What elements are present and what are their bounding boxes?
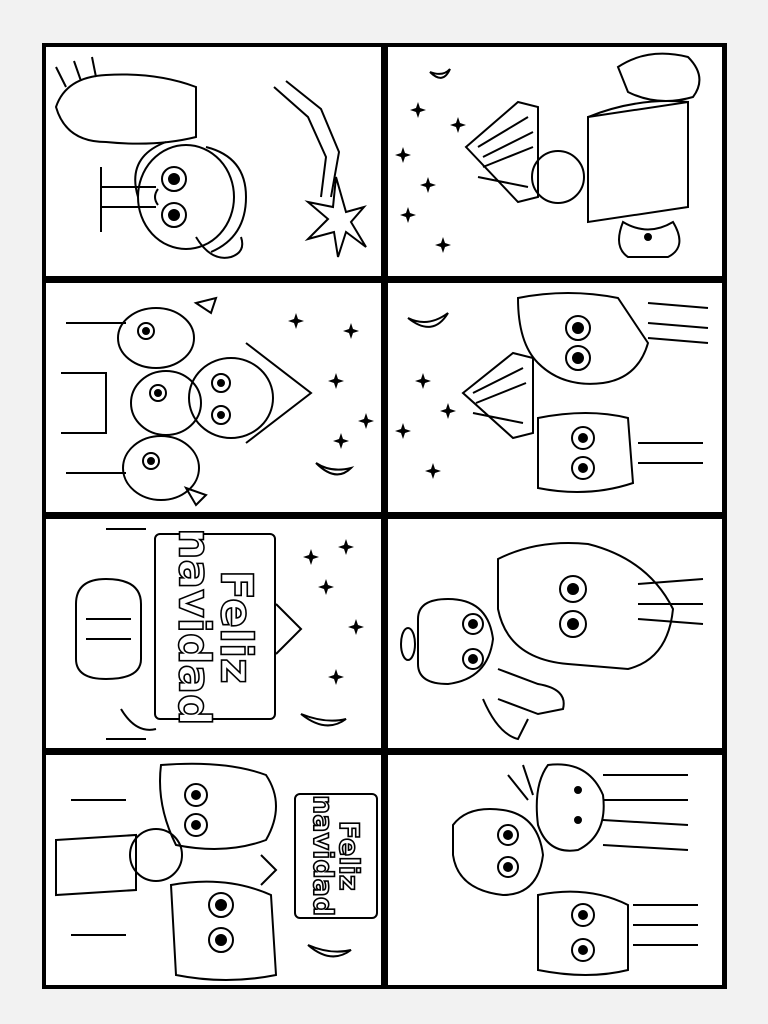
greeting-small-line-feliz: Feliz	[333, 820, 366, 891]
card-manger-animals	[388, 47, 722, 276]
feliz-navidad-sign: Feliz navidad	[154, 527, 276, 726]
greeting-line-feliz: Feliz	[210, 569, 263, 684]
card-holy-family-sign: Feliz navidad	[46, 755, 381, 985]
three-kings-illustration	[61, 296, 374, 507]
mary-joseph-illustration	[395, 292, 709, 493]
coloring-sheet: Feliz navidad	[42, 43, 727, 989]
card-mary-joseph-stable	[388, 283, 722, 512]
family-donkey-illustration	[452, 763, 698, 976]
card-three-kings	[46, 283, 381, 512]
greeting-text: Feliz navidad	[168, 527, 263, 726]
stable-illustration	[75, 528, 364, 740]
manger-animals-illustration	[395, 52, 701, 258]
holy-family-illustration	[55, 762, 352, 981]
feliz-navidad-small-sign: Feliz navidad	[294, 793, 378, 919]
card-shepherd-star	[46, 47, 381, 276]
greeting-text-small: Feliz navidad	[307, 795, 366, 918]
card-feliz-navidad-stable: Feliz navidad	[46, 519, 381, 748]
shepherd-star-illustration	[54, 56, 367, 259]
angel-mary-illustration	[400, 542, 704, 741]
card-family-donkey	[388, 755, 722, 985]
greeting-line-navidad: navidad	[168, 527, 221, 726]
greeting-small-line-navidad: navidad	[307, 795, 340, 918]
card-angel-mary	[388, 519, 722, 748]
